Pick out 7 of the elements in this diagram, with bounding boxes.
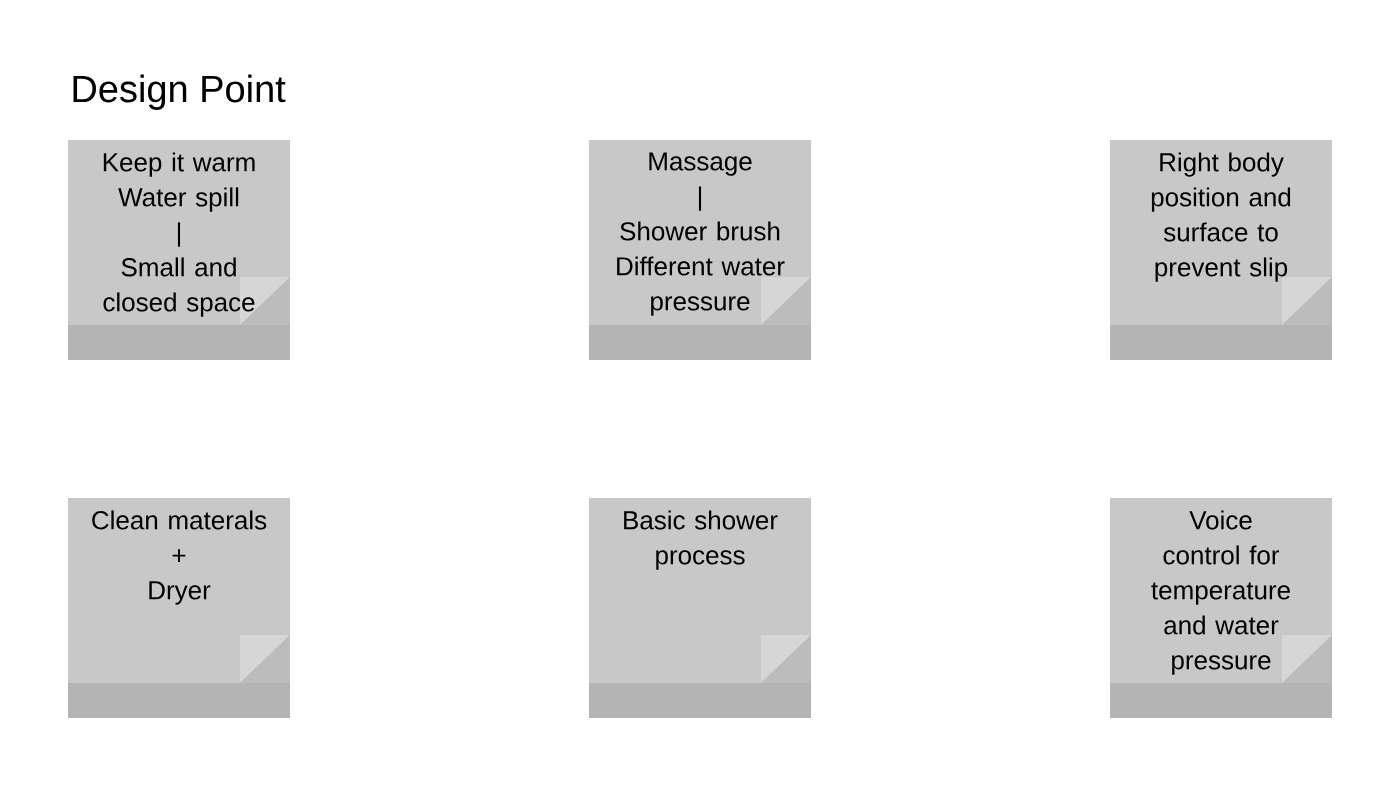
sticky-note: Voice control for temperature and water pressure [1110,498,1332,718]
sticky-note: Basic shower process [589,498,811,718]
sticky-note: Keep it warm Water spill | Small and closed space [68,140,290,360]
title: Design Point [73,74,286,110]
sticky-note: Right body position and surface to prevent slip [1110,140,1332,360]
sticky-note: Massage | Shower brush Different water pressure [589,140,811,360]
sticky-note: Clean materals + Dryer [68,498,290,718]
